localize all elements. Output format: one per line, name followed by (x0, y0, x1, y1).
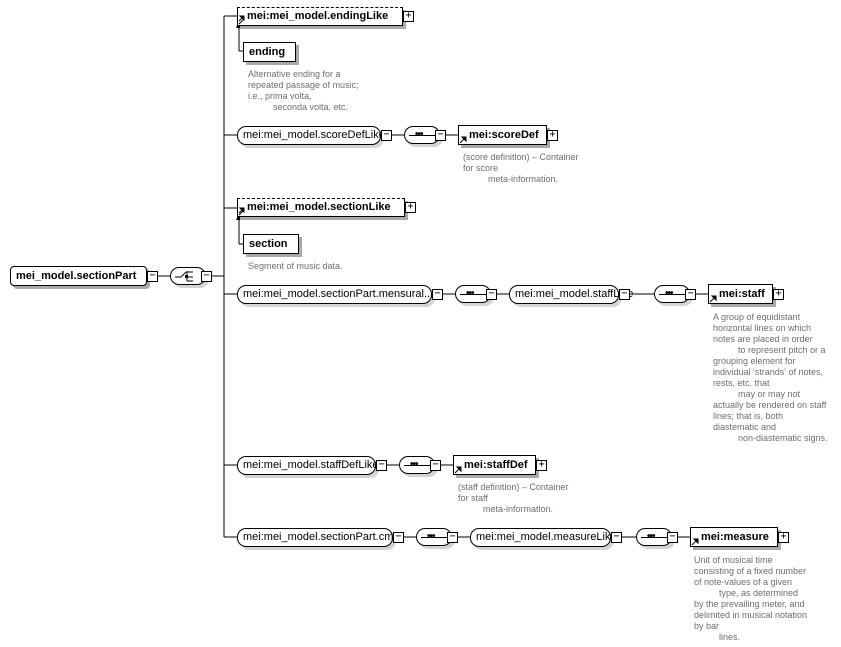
section-documentation: Segment of music data. (248, 261, 343, 271)
element-staff-def-expand-toggle[interactable]: + (536, 460, 547, 471)
root-collapse-toggle[interactable]: − (147, 271, 158, 282)
sequence-compositor-mensural[interactable]: ••• (455, 285, 491, 303)
element-score-def-expand-toggle[interactable]: + (547, 130, 558, 141)
group-staff-like[interactable]: mei:mei_model.staffLike (509, 285, 633, 304)
group-section-like-label: mei:mei_model.sectionLike (247, 201, 391, 213)
staff-def-documentation: (staff definition) – Container for staff… (458, 482, 569, 514)
group-cmn-collapse-toggle[interactable]: − (393, 532, 404, 543)
group-score-def-like-label: mei:mei_model.scoreDefLike (243, 129, 385, 141)
group-mensural-collapse-toggle[interactable]: − (432, 289, 443, 300)
group-ending-like[interactable]: mei:mei_model.endingLike (237, 7, 403, 26)
group-staff-like-collapse-toggle[interactable]: − (619, 289, 630, 300)
sequence-staff-collapse-toggle[interactable]: − (685, 289, 696, 300)
element-staff[interactable]: mei:staff (708, 284, 773, 304)
element-ending[interactable]: ending (243, 42, 296, 62)
score-def-documentation: (score definition) – Container for score… (463, 152, 579, 184)
ref-arrow-icon (238, 210, 244, 216)
sequence-icon: ••• (647, 531, 655, 542)
ref-arrow-icon (454, 466, 462, 474)
element-score-def-label: mei:scoreDef (469, 128, 539, 141)
sequence-compositor-staff-def[interactable]: ••• (399, 456, 435, 474)
element-measure[interactable]: mei:measure (690, 527, 778, 547)
ref-arrow-icon (691, 538, 699, 546)
group-section-like-expand-toggle[interactable]: + (405, 202, 416, 213)
ending-documentation: Alternative ending for a repeated passag… (248, 69, 359, 112)
ref-arrow-icon (238, 207, 245, 214)
element-staff-def-label: mei:staffDef (464, 458, 528, 471)
choice-collapse-toggle[interactable]: − (201, 271, 212, 282)
group-measure-like[interactable]: mei:mei_model.measureLike (470, 528, 617, 547)
group-ending-like-label: mei:mei_model.endingLike (247, 10, 389, 22)
ref-arrow-icon (238, 15, 245, 22)
group-section-like[interactable]: mei:mei_model.sectionLike (237, 198, 405, 217)
sequence-compositor-score-def[interactable]: ••• (404, 126, 440, 144)
sequence-mensural-collapse-toggle[interactable]: − (486, 289, 497, 300)
element-staff-label: mei:staff (719, 287, 765, 300)
element-score-def[interactable]: mei:scoreDef (458, 125, 547, 145)
root-element-box[interactable]: mei_model.sectionPart (10, 266, 147, 286)
measure-documentation: Unit of musical time consisting of a fix… (694, 555, 808, 642)
sequence-cmn-collapse-toggle[interactable]: − (447, 532, 458, 543)
element-ending-label: ending (249, 45, 286, 58)
group-staff-def-like-collapse-toggle[interactable]: − (376, 460, 387, 471)
element-section-label: section (249, 237, 288, 250)
choice-icon (175, 271, 193, 282)
sequence-icon: ••• (665, 288, 673, 299)
group-staff-def-like[interactable]: mei:mei_model.staffDefLike (237, 456, 379, 475)
element-staff-expand-toggle[interactable]: + (773, 289, 784, 300)
sequence-icon: ••• (415, 129, 423, 140)
ref-arrow-icon (238, 19, 244, 25)
ref-arrow-icon (459, 136, 467, 144)
sequence-staff-def-collapse-toggle[interactable]: − (430, 460, 441, 471)
group-staff-like-label: mei:mei_model.staffLike (515, 288, 634, 300)
group-section-part-mensural[interactable]: mei:mei_model.sectionPart.mensural... (237, 285, 434, 304)
group-score-def-like-collapse-toggle[interactable]: − (381, 130, 392, 141)
sequence-icon: ••• (466, 288, 474, 299)
sequence-icon: ••• (427, 531, 435, 542)
group-section-part-mensural-label: mei:mei_model.sectionPart.mensural... (243, 288, 434, 300)
group-score-def-like[interactable]: mei:mei_model.scoreDefLike (237, 126, 385, 145)
group-section-part-cmn[interactable]: mei:mei_model.sectionPart.cmn (237, 528, 400, 547)
root-element-label: mei_model.sectionPart (16, 269, 137, 282)
choice-compositor[interactable] (170, 267, 206, 285)
element-section[interactable]: section (243, 234, 299, 254)
sequence-icon: ••• (410, 459, 418, 470)
sequence-score-def-collapse-toggle[interactable]: − (435, 130, 446, 141)
group-staff-def-like-label: mei:mei_model.staffDefLike (243, 459, 379, 471)
element-measure-expand-toggle[interactable]: + (778, 532, 789, 543)
group-section-part-cmn-label: mei:mei_model.sectionPart.cmn (243, 531, 400, 543)
element-measure-label: mei:measure (701, 530, 769, 543)
ref-arrow-icon (709, 295, 717, 303)
element-staff-def[interactable]: mei:staffDef (453, 455, 536, 475)
group-ending-like-expand-toggle[interactable]: + (403, 11, 414, 22)
group-measure-like-label: mei:mei_model.measureLike (476, 531, 617, 543)
group-measure-like-collapse-toggle[interactable]: − (611, 532, 622, 543)
staff-documentation: A group of equidistant horizontal lines … (713, 312, 828, 443)
sequence-measure-collapse-toggle[interactable]: − (667, 532, 678, 543)
